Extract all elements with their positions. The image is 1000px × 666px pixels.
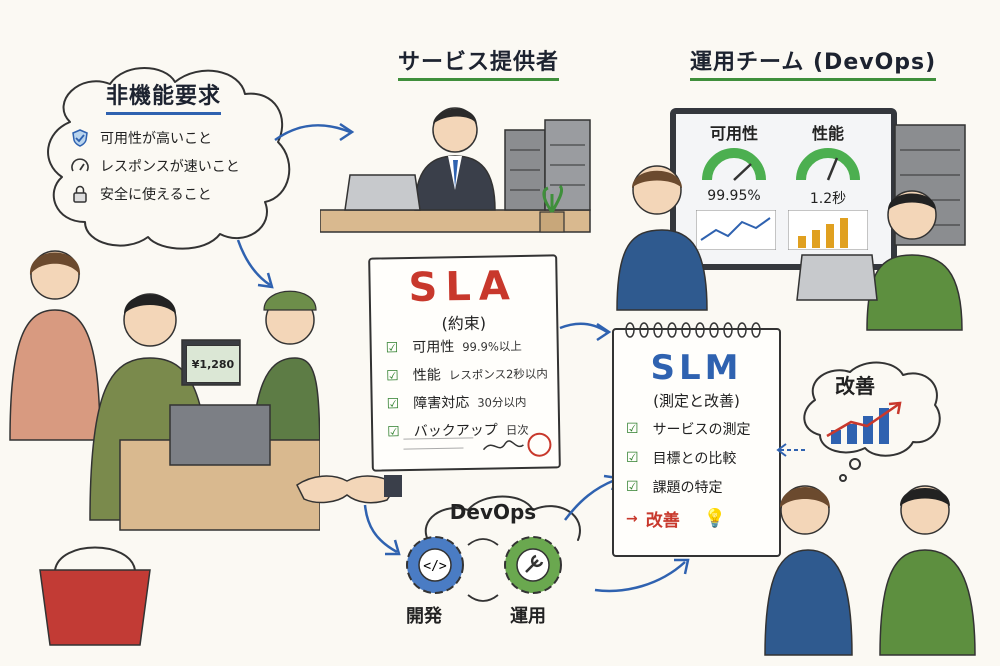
- slm-list: ☑ サービスの測定 ☑ 目標との比較 ☑ 課題の特定 → 改善 💡: [626, 410, 776, 540]
- devops-team-title: 運用チーム (DevOps): [690, 44, 937, 81]
- requirements-list: 可用性が高いこと レスポンスが速いこと 安全に使えること: [70, 120, 240, 212]
- slm-item-label: サービスの測定: [652, 422, 751, 438]
- handshake-icon: [296, 475, 402, 504]
- sla-item: ☑ 性能レスポンス2秒以内: [386, 362, 551, 385]
- arrow-right-icon: →: [626, 510, 638, 527]
- slm-improve-label: 改善: [645, 511, 680, 531]
- checkout-illustration: [9, 250, 320, 646]
- bubble-outline: [803, 361, 941, 482]
- register-price: ¥1,280: [191, 357, 235, 371]
- devops-people-illustration: [616, 165, 963, 331]
- checkbox-icon: ☑: [626, 479, 639, 495]
- gauge-icon: [702, 148, 766, 181]
- line-chart-icon: [696, 210, 776, 250]
- checkbox-icon: ☑: [385, 340, 399, 357]
- growth-chart-icon: [826, 401, 902, 444]
- lock-icon: [73, 185, 87, 203]
- cycle-arrows-icon: [467, 538, 499, 602]
- gauge-icon: [796, 148, 860, 181]
- checkbox-icon: ☑: [626, 421, 639, 437]
- provider-title: サービス提供者: [398, 44, 560, 81]
- sla-item-detail: 30分以内: [477, 394, 527, 410]
- sla-title: SLA: [408, 263, 519, 311]
- speedometer-icon: [71, 158, 89, 172]
- checkbox-icon: ☑: [386, 396, 400, 413]
- requirement-item: 可用性が高いこと: [70, 128, 240, 148]
- monitor: 可用性 99.95% 性能 1.2秒: [670, 108, 897, 270]
- requirement-label: 安全に使えること: [100, 187, 212, 203]
- gauge-availability: 可用性 99.95%: [694, 120, 774, 204]
- arrow-cloud-to-provider: [274, 122, 355, 142]
- sla-item: ☑ 障害対応 30分以内: [387, 390, 552, 413]
- cloud-outline: [47, 67, 291, 250]
- slm-item-label: 課題の特定: [652, 480, 723, 496]
- checkbox-icon: ☑: [387, 424, 400, 441]
- arrow-sla-to-slm: [559, 322, 612, 342]
- requirement-item: 安全に使えること: [70, 184, 240, 204]
- devops-cycle: DevOps </> 開発 運用: [398, 490, 598, 660]
- bar-chart-icon: [788, 210, 868, 250]
- arrow-bubble-to-slm: [776, 443, 805, 457]
- arrow-devops-to-slm-bottom: [594, 558, 690, 593]
- slm-subtitle: (測定と改善): [653, 392, 740, 410]
- sla-item-detail: 99.9%以上: [462, 338, 522, 355]
- gauge-value: 99.95%: [707, 188, 761, 204]
- gauge-performance: 性能 1.2秒: [788, 120, 868, 208]
- sla-item-label: 可用性: [412, 339, 455, 356]
- devops-cycle-title: DevOps: [449, 500, 537, 524]
- register-display: ¥1,280: [186, 345, 240, 383]
- sla-item: ☑ 可用性 99.9%以上: [386, 334, 551, 357]
- improve-bubble-title: 改善: [835, 374, 875, 398]
- requirements-title: 非機能要求: [106, 78, 222, 115]
- devops-cloud-outline: [424, 495, 581, 541]
- requirement-label: 可用性が高いこと: [100, 131, 212, 147]
- requirement-label: レスポンスが速いこと: [100, 159, 240, 175]
- slm-team-illustration: [764, 485, 976, 656]
- gauge-value: 1.2秒: [809, 191, 847, 207]
- slm-notebook: SLM (測定と改善) ☑ サービスの測定 ☑ 目標との比較 ☑ 課題の特定 → 改善…: [612, 322, 781, 557]
- shield-icon: [72, 129, 88, 147]
- wrench-gear-icon: [504, 536, 562, 594]
- provider-scene: [319, 90, 600, 240]
- spiral-binding-icon: [625, 322, 761, 338]
- slm-title: SLM: [650, 348, 743, 388]
- sla-item-label: 性能: [412, 367, 441, 384]
- provider-illustration: [319, 107, 591, 233]
- arrow-sla-to-devops: [363, 504, 401, 556]
- slm-improve-row: → 改善 💡: [626, 506, 776, 531]
- sla-item-detail: レスポンス2秒以内: [448, 366, 548, 383]
- requirement-item: レスポンスが速いこと: [70, 156, 240, 176]
- devops-ops-label: 運用: [510, 606, 546, 627]
- arrow-cloud-to-customers: [236, 239, 274, 289]
- slm-item: ☑ 課題の特定: [626, 477, 776, 497]
- gauge-label: 可用性: [709, 124, 758, 143]
- svg-text:</>: </>: [423, 559, 447, 574]
- checkbox-icon: ☑: [626, 450, 639, 466]
- devops-dev-label: 開発: [406, 606, 442, 627]
- code-gear-icon: </>: [406, 536, 464, 594]
- checkbox-icon: ☑: [386, 368, 399, 385]
- slm-item: ☑ サービスの測定: [626, 419, 776, 439]
- slm-item: ☑ 目標との比較: [626, 448, 776, 468]
- gauge-label: 性能: [811, 124, 844, 143]
- slm-item-label: 目標との比較: [652, 451, 737, 467]
- lightbulb-icon: 💡: [703, 508, 727, 529]
- improve-bubble: 改善: [795, 360, 945, 482]
- signature-and-seal-icon: [403, 432, 552, 457]
- sla-item-label: 障害対応: [413, 394, 470, 412]
- requirements-cloud: 非機能要求 可用性が高いこと レスポンスが速いこと 安全に使えること: [40, 62, 295, 252]
